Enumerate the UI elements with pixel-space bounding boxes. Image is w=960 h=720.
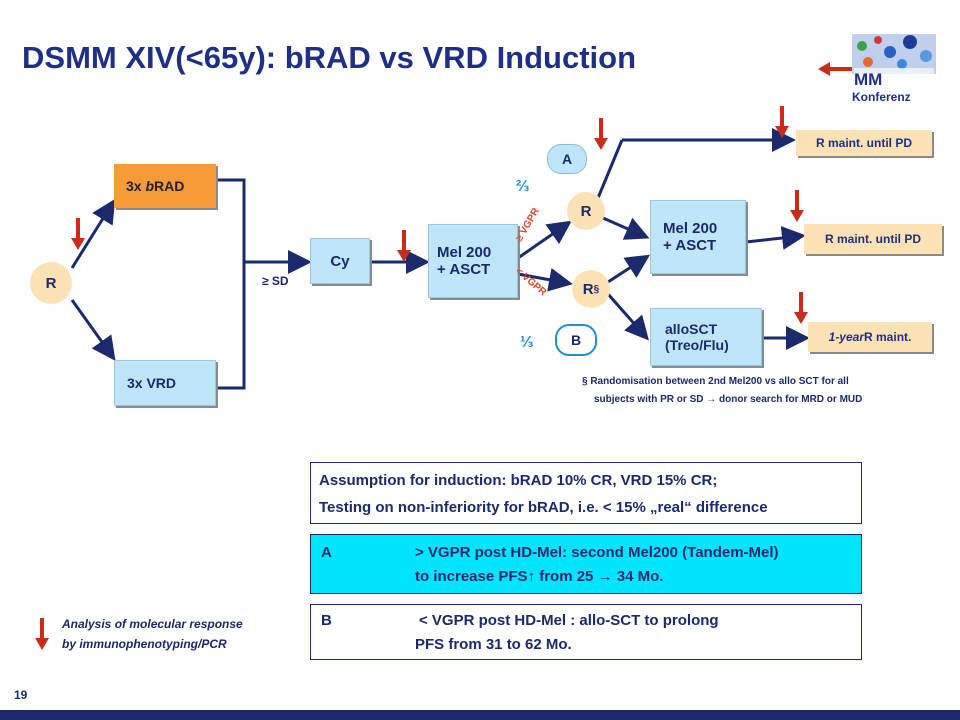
red-arrow-maint-top bbox=[775, 106, 789, 138]
connector-r-to-vrd bbox=[70, 299, 116, 361]
connector-rsec-to-allo bbox=[606, 293, 649, 341]
mel200-line1: Mel 200 bbox=[437, 244, 492, 261]
red-arrow-maint-bot bbox=[794, 292, 808, 324]
brad-count: 3x bbox=[126, 178, 146, 194]
logo-mm: MM bbox=[854, 70, 883, 89]
allosct-line2: (Treo/Flu) bbox=[665, 337, 729, 353]
box-b-label: B bbox=[321, 612, 332, 629]
box-a-info: A > VGPR post HD-Mel: second Mel200 (Tan… bbox=[310, 534, 862, 594]
brad-drug-prefix: b bbox=[145, 178, 155, 194]
assumption-line2: Testing on non-inferiority for bRAD, i.e… bbox=[319, 499, 768, 516]
red-arrow-cy bbox=[397, 230, 411, 262]
maint-bot-box: 1-year R maint. bbox=[808, 322, 932, 352]
legend: Analysis of molecular response by immuno… bbox=[62, 614, 243, 654]
r-section-base: R bbox=[582, 280, 594, 298]
randomize-node: R bbox=[30, 262, 72, 304]
one-third-label: ⅓ bbox=[520, 334, 534, 351]
branch-a-badge: A bbox=[547, 144, 587, 174]
r-section-sup: § bbox=[593, 283, 600, 295]
vrd-arm-box: 3x VRD bbox=[114, 360, 216, 406]
red-arrow-maint-mid bbox=[790, 190, 804, 222]
connector-rsec-to-mel200b bbox=[607, 254, 651, 284]
allosct-box: alloSCT (Treo/Flu) bbox=[650, 308, 762, 366]
two-thirds-label: ⅔ bbox=[516, 178, 530, 195]
footnote-line1: § Randomisation between 2nd Mel200 vs al… bbox=[582, 376, 849, 387]
mel200-box: Mel 200 + ASCT bbox=[428, 224, 518, 298]
maint-bot-italic: 1-year bbox=[828, 330, 865, 344]
brad-arm-box: 3x bRAD bbox=[114, 164, 216, 208]
logo-graphic bbox=[852, 34, 936, 110]
legend-line1: Analysis of molecular response bbox=[62, 617, 243, 631]
assumption-line1: Assumption for induction: bRAD 10% CR, V… bbox=[319, 472, 718, 489]
mm-konferenz-logo: MM Konferenz bbox=[838, 32, 938, 112]
mel200-line2: + ASCT bbox=[437, 261, 491, 278]
allosct-line1: alloSCT bbox=[665, 321, 718, 337]
mel200-second-box: Mel 200 + ASCT bbox=[650, 200, 746, 274]
maint-bot-rest: R maint. bbox=[864, 330, 912, 344]
box-b-line2: PFS from 31 to 62 Mo. bbox=[415, 636, 572, 653]
connector-mel-to-rsec bbox=[517, 267, 573, 292]
legend-line2: by immunophenotyping/PCR bbox=[62, 637, 227, 651]
connector-r-to-brad bbox=[70, 198, 116, 269]
r-section-node: R§ bbox=[572, 270, 610, 308]
box-a-line2: to increase PFS↑ from 25 → 34 Mo. bbox=[415, 568, 664, 585]
page-number: 19 bbox=[14, 688, 28, 702]
connector-r-to-top bbox=[596, 139, 624, 199]
footer-bar bbox=[0, 710, 960, 720]
page-title: DSMM XIV(<65y): bRAD vs VRD Induction bbox=[22, 40, 637, 75]
branch-b-badge: B bbox=[555, 324, 597, 356]
cy-box: Cy bbox=[310, 238, 370, 284]
sd-label: ≥ SD bbox=[262, 274, 289, 288]
maint-mid-box: R maint. until PD bbox=[804, 224, 942, 254]
red-arrow-legend bbox=[35, 618, 49, 650]
box-b-line1: < VGPR post HD-Mel : allo-SCT to prolong bbox=[419, 612, 719, 629]
r-node: R bbox=[567, 192, 605, 230]
mel200-second-line1: Mel 200 bbox=[663, 220, 718, 237]
connector-mel200b-to-maint bbox=[745, 226, 806, 250]
red-arrow-top bbox=[594, 118, 608, 150]
logo-konferenz: Konferenz bbox=[852, 90, 911, 104]
connector-mel-to-r bbox=[517, 220, 572, 260]
connector-r-to-mel200b bbox=[602, 216, 650, 240]
red-arrow-randomize bbox=[71, 218, 85, 250]
footnote-line2: subjects with PR or SD → donor search fo… bbox=[594, 394, 863, 405]
vrd-arm-label: 3x VRD bbox=[127, 375, 177, 391]
maint-top-box: R maint. until PD bbox=[796, 130, 932, 156]
assumption-box: Assumption for induction: bRAD 10% CR, V… bbox=[310, 462, 862, 524]
box-a-line1: > VGPR post HD-Mel: second Mel200 (Tande… bbox=[415, 544, 779, 561]
mel200-second-line2: + ASCT bbox=[663, 237, 717, 254]
logo-arrow-head bbox=[818, 62, 830, 76]
box-a-label: A bbox=[321, 544, 332, 561]
connector-arms-bracket bbox=[216, 178, 246, 390]
brad-drug-rest: RAD bbox=[154, 178, 185, 194]
box-b-info: B < VGPR post HD-Mel : allo-SCT to prolo… bbox=[310, 604, 862, 660]
